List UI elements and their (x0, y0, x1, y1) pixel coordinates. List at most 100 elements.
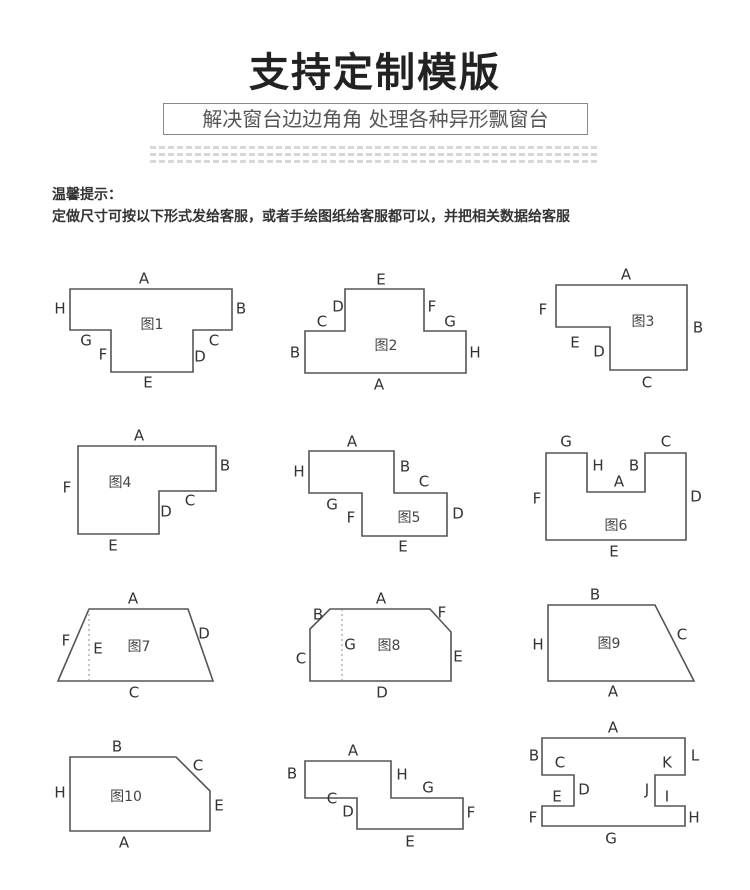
figure-4-edge-E: E (108, 537, 117, 555)
figure-12-edge-L: L (691, 747, 700, 765)
figure-8-edge-G: G (344, 636, 356, 654)
figure-7-edge-A: A (128, 590, 139, 608)
figure-5-edge-H: H (293, 463, 304, 481)
figure-7-edge-F: F (62, 632, 71, 650)
figure-3: 图3 A B C D E F (539, 266, 703, 392)
figure-9-edge-B: B (590, 586, 600, 604)
figure-6-edge-H: H (592, 457, 603, 475)
figure-7-edge-D: D (198, 625, 210, 643)
figure-1-outline (69, 288, 233, 373)
figure-1-edge-E: E (143, 374, 152, 392)
figure-11-edge-C: C (327, 790, 337, 808)
figure-10-edge-C: C (193, 757, 203, 775)
figure-5-outline (308, 450, 448, 537)
figure-4: 图4 A B C D E F (63, 427, 230, 555)
figure-8-outline (309, 608, 452, 682)
figure-1: 图1 A B C D E F G H (54, 270, 246, 392)
figure-8-edge-F: F (438, 604, 447, 622)
figure-1-edge-H: H (54, 300, 65, 318)
figure-8-edge-D: D (376, 684, 388, 702)
figure-7-edge-C: C (129, 684, 139, 702)
tip-body: 定做尺寸可按以下形式发给客服，或者手绘图纸给客服都可以，并把相关数据给客服 (52, 209, 570, 225)
figure-7: 图7 A C D E F (56, 590, 215, 702)
figure-12-edge-G: G (605, 830, 617, 848)
figure-9-name: 图9 (598, 636, 621, 652)
figure-2-edge-G: G (444, 313, 456, 331)
figure-6-edge-G: G (560, 433, 572, 451)
figure-5-edge-D: D (452, 505, 464, 523)
figure-8-edge-A: A (376, 590, 387, 608)
figure-3-outline (555, 284, 688, 371)
figure-3-name: 图3 (632, 314, 655, 330)
figure-7-edge-E: E (93, 640, 102, 658)
figure-3-edge-E: E (570, 334, 579, 352)
fine-print-line (150, 146, 600, 149)
figure-2-name: 图2 (375, 338, 398, 354)
figure-2-outline (304, 288, 467, 374)
subtitle-box: 解决窗台边边角角 处理各种异形飘窗台 (163, 103, 588, 135)
fine-print-line (150, 153, 600, 156)
figure-10-edge-A: A (119, 834, 130, 852)
figure-12: A B C D E F G H I J K L (529, 719, 700, 848)
figure-4-edge-F: F (63, 479, 72, 497)
figure-2-edge-F: F (428, 298, 437, 316)
figure-12-edge-I: I (665, 788, 669, 806)
figure-11-edge-E: E (405, 833, 414, 851)
figure-4-edge-A: A (134, 427, 145, 445)
figure-6-name: 图6 (605, 518, 628, 534)
figure-9-edge-A: A (608, 683, 619, 701)
figure-7-outline (56, 608, 215, 682)
figure-12-edge-B: B (529, 747, 539, 765)
figure-12-edge-F: F (529, 809, 538, 827)
figure-6-outline (545, 452, 687, 541)
figure-9-outline (547, 604, 696, 682)
figure-10-name: 图10 (110, 789, 142, 805)
figure-5-edge-B: B (400, 458, 410, 476)
figure-2-edge-D: D (332, 298, 344, 316)
figure-11-edge-A: A (348, 742, 359, 760)
page-title: 支持定制模版 (249, 50, 501, 96)
figure-2-edge-E: E (376, 271, 385, 289)
figure-5-edge-A: A (347, 433, 358, 451)
figure-3-edge-D: D (593, 343, 605, 361)
figure-9-edge-H: H (532, 636, 543, 654)
figure-5-edge-F: F (347, 509, 356, 527)
figure-8-name: 图8 (378, 638, 401, 654)
figure-10-edge-B: B (112, 738, 122, 756)
figure-6-edge-C: C (661, 433, 671, 451)
figure-10-outline (69, 756, 211, 832)
figure-10-edge-E: E (214, 797, 223, 815)
figure-12-outline (541, 737, 686, 827)
figure-12-edge-K: K (662, 754, 673, 772)
figure-5-edge-E: E (398, 538, 407, 556)
figure-6-edge-E: E (609, 543, 618, 561)
figure-5-name: 图5 (398, 510, 421, 526)
figure-11-edge-G: G (422, 779, 434, 797)
figure-5-edge-G: G (326, 496, 338, 514)
figure-8-edge-E: E (453, 648, 462, 666)
figure-1-edge-C: C (209, 332, 219, 350)
figure-6-edge-B: B (629, 457, 639, 475)
figure-12-edge-D: D (578, 781, 590, 799)
figure-2-edge-C: C (317, 313, 327, 331)
fine-print-line (150, 160, 600, 163)
figure-2-edge-A: A (374, 376, 385, 394)
figure-5-edge-C: C (419, 473, 429, 491)
figure-6-edge-F: F (533, 490, 542, 508)
figure-12-edge-E: E (552, 788, 561, 806)
figure-2-edge-B: B (290, 344, 300, 362)
figure-1-edge-B: B (236, 300, 246, 318)
figure-8-edge-B: B (313, 606, 323, 624)
figure-4-edge-D: D (160, 503, 172, 521)
figure-1-edge-A: A (139, 270, 150, 288)
figure-1-name: 图1 (141, 317, 164, 333)
figure-12-edge-C: C (555, 754, 565, 772)
figure-11-edge-H: H (396, 766, 407, 784)
figure-6-edge-D: D (690, 488, 702, 506)
figure-9-edge-C: C (677, 626, 687, 644)
figure-9: 图9 A B C H (532, 586, 696, 701)
figure-6: 图6 A B C D E F G H (533, 433, 702, 561)
figure-4-outline (77, 445, 217, 535)
figure-2: 图2 A B C D E F G H (290, 271, 481, 394)
figure-4-edge-B: B (220, 457, 230, 475)
